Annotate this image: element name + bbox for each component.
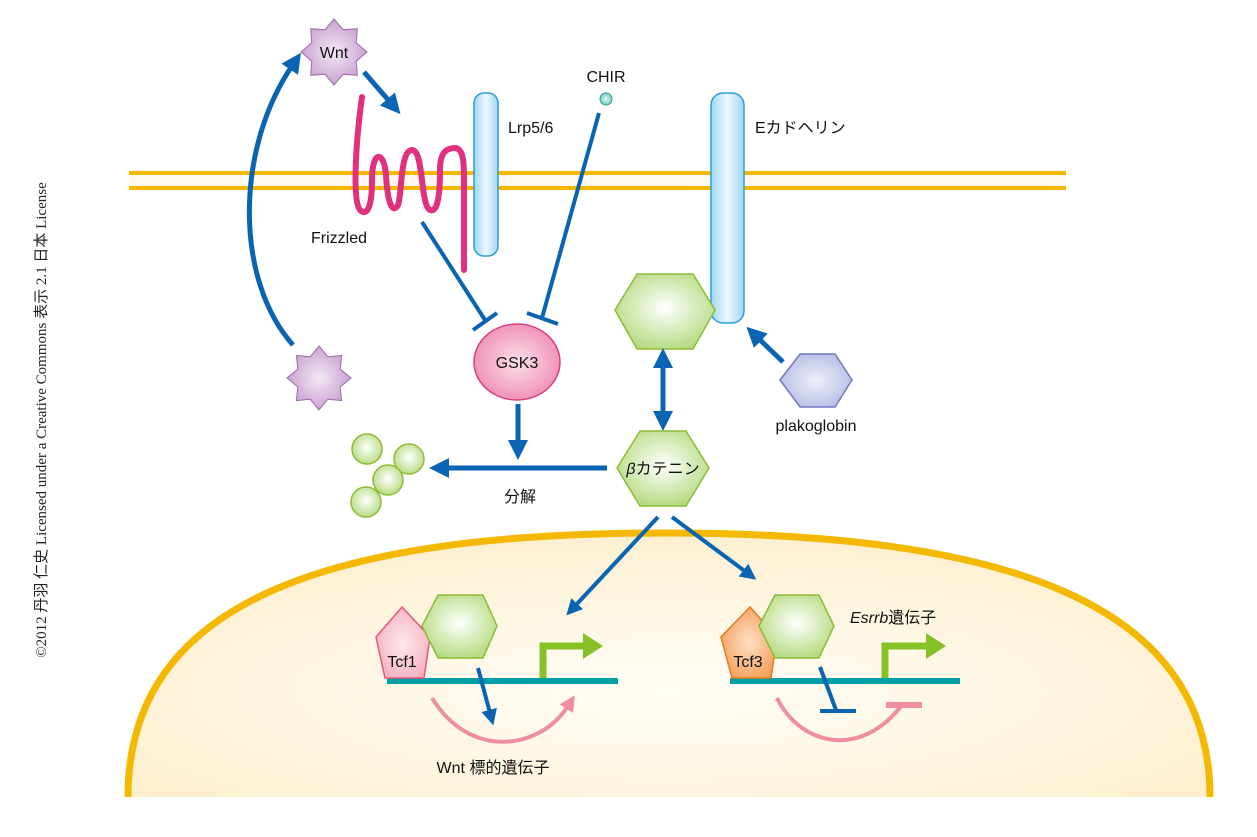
wnt-label: Wnt (320, 45, 349, 62)
chir-inhibition (526, 112, 601, 326)
plakoglobin (779, 353, 853, 408)
tcf1-label: Tcf1 (387, 654, 416, 671)
nucleus (124, 529, 1214, 798)
beta-catenin-membrane (614, 273, 716, 350)
tcf3-complex: Tcf3 (720, 594, 960, 743)
beta-catenin-label: βカテニン (625, 461, 699, 478)
esrrb-gene-label: Esrrb遺伝子 (850, 609, 936, 627)
promoter-arrow-tcf3 (881, 642, 928, 678)
plakoglobin-arrow (746, 326, 785, 364)
to-tcf3-arrow (670, 515, 757, 580)
tcf3-repression-line (818, 666, 838, 711)
feedback-arrow-tcf1 (430, 695, 575, 744)
gsk3 (473, 323, 561, 401)
frizzled-inhibition (420, 220, 499, 332)
wnt-ligand-secreted (286, 345, 352, 411)
chir-label: CHIR (586, 69, 625, 86)
tcf1-activation-arrow (476, 667, 497, 726)
ecadherin-label: Eカドヘリン (755, 120, 846, 137)
lrp-label: Lrp5/6 (508, 120, 553, 137)
to-tcf1-arrow (566, 515, 660, 616)
plakoglobin-label: plakoglobin (776, 418, 857, 435)
gsk3-label: GSK3 (496, 355, 539, 372)
wnt-binding-arrow (362, 70, 401, 115)
feedback-inhibition-tcf3 (775, 697, 904, 743)
wnt-target-gene-label: Wnt 標的遺伝子 (437, 759, 550, 777)
ecadherin-receptor (710, 92, 745, 324)
beta-catenin-tcf3 (758, 594, 835, 659)
tcf3-label: Tcf3 (733, 654, 762, 671)
lrp-receptor (473, 92, 499, 257)
promoter-arrow-tcf1 (539, 642, 585, 678)
cell-membrane (129, 171, 1066, 190)
frizzled-receptor (352, 94, 467, 273)
chir-molecule (599, 92, 613, 106)
beta-catenin (616, 430, 710, 507)
beta-catenin-tcf1 (421, 594, 498, 659)
frizzled-label: Frizzled (311, 230, 367, 247)
tcf1-complex: Tcf1 (375, 594, 618, 744)
degradation-label: 分解 (504, 488, 536, 506)
wnt-ligand: Wnt (300, 18, 368, 86)
wnt-secretion-arrow (246, 52, 301, 347)
degraded-beta-catenin (350, 433, 425, 518)
